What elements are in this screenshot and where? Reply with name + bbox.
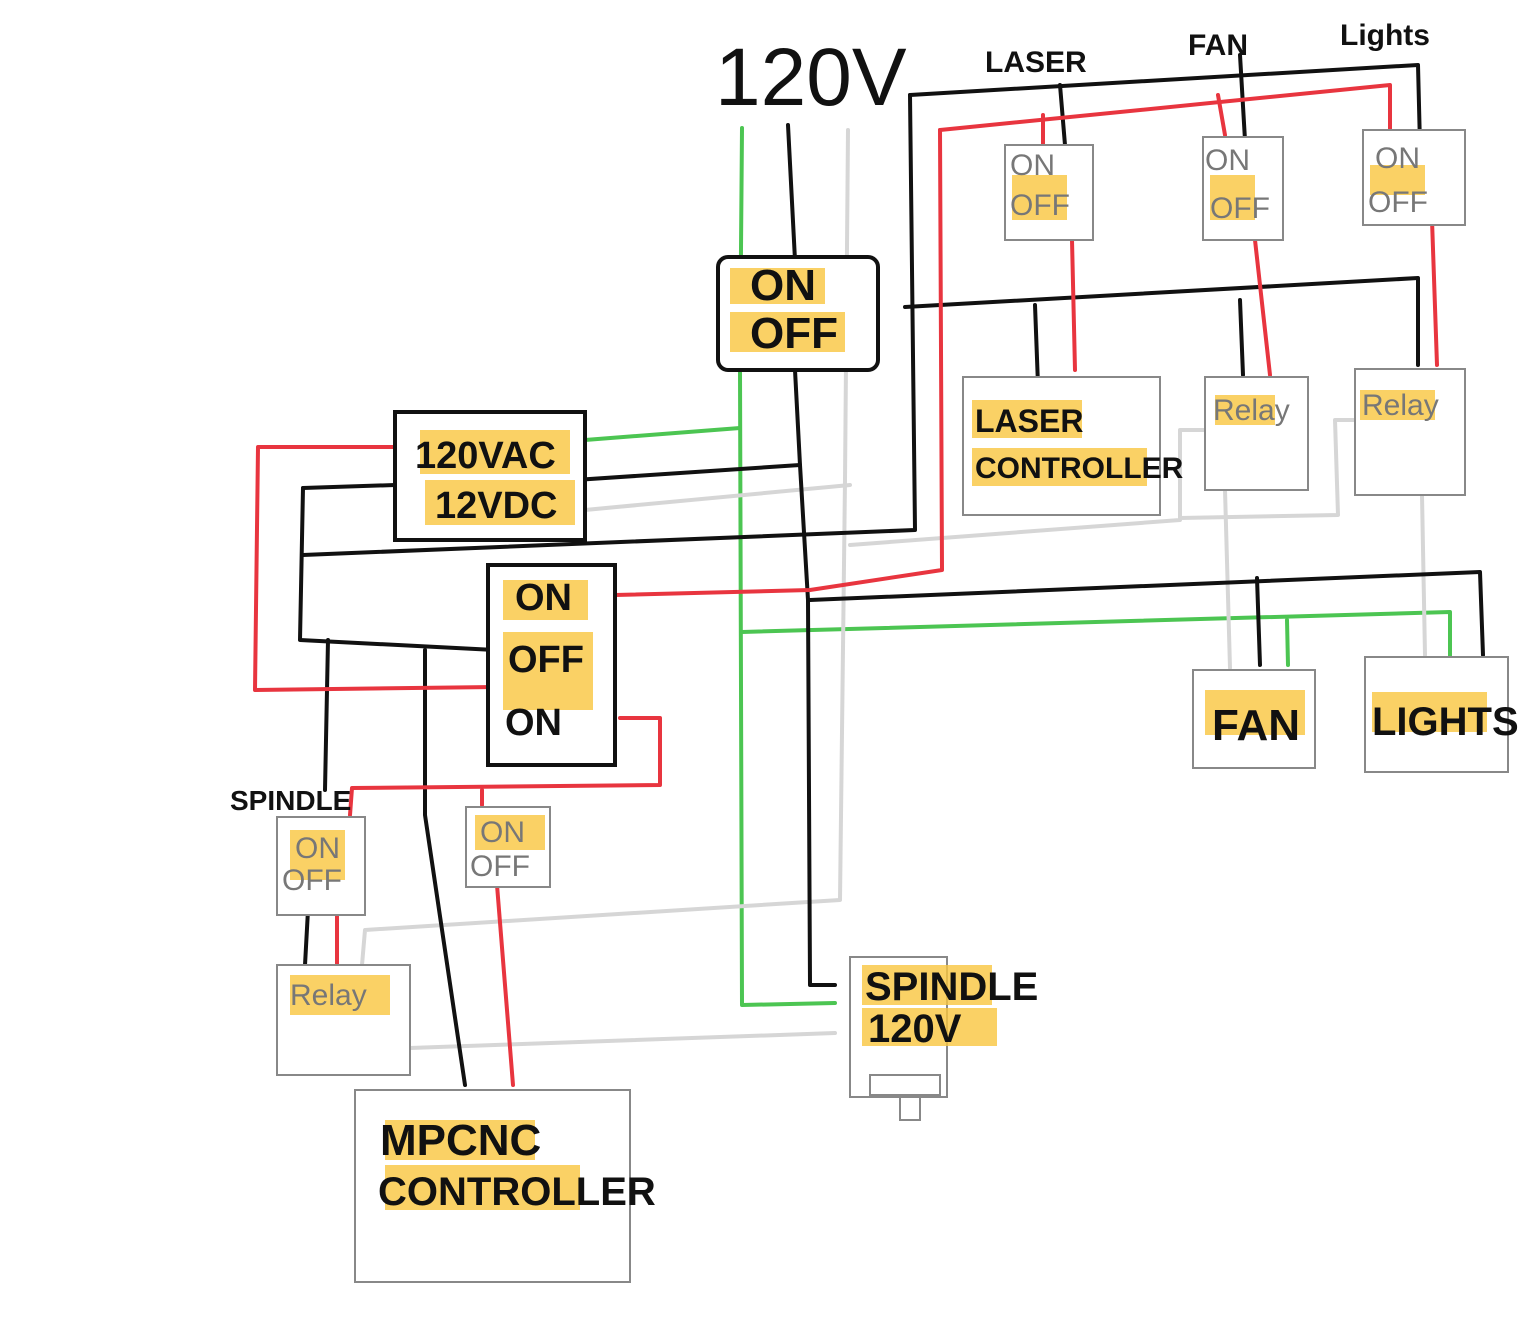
spindle-motor-voltage: 120V	[868, 1007, 962, 1051]
lights-load-label: LIGHTS	[1372, 700, 1519, 744]
controller-switch: ON OFF	[465, 806, 551, 888]
spindle-switch: ON OFF	[276, 816, 366, 916]
main-switch: ON OFF	[716, 255, 880, 372]
fan-load: FAN	[1192, 669, 1316, 769]
lights-switch-off: OFF	[1368, 186, 1428, 219]
mpcnc-controller: MPCNC CONTROLLER	[354, 1089, 656, 1283]
controller-switch-on: ON	[480, 816, 525, 849]
spindle-relay-label: Relay	[290, 979, 367, 1012]
lights-switch-on: ON	[1375, 142, 1420, 175]
laser-switch: ON OFF	[1004, 144, 1094, 241]
lights-load: LIGHTS	[1364, 656, 1519, 773]
label-laser: LASER	[985, 46, 1087, 79]
laser-switch-on: ON	[1010, 149, 1055, 182]
psu-input: 120VAC	[415, 435, 556, 477]
spindle-relay: Relay	[276, 964, 411, 1076]
fan-relay-label: Relay	[1213, 394, 1290, 427]
lights-switch: ON OFF	[1362, 129, 1466, 226]
spindle-motor: SPINDLE 120V	[849, 956, 1038, 1121]
laser-controller: LASER CONTROLLER	[962, 376, 1184, 516]
fan-switch-off: OFF	[1210, 192, 1270, 225]
three-position-switch: ON OFF ON	[486, 563, 617, 767]
fan-switch: ON OFF	[1202, 136, 1284, 241]
psu-output: 12VDC	[435, 485, 558, 527]
main-switch-off: OFF	[750, 309, 838, 358]
fan-relay: Relay	[1204, 376, 1309, 491]
controller-switch-off: OFF	[470, 850, 530, 883]
fan-switch-on: ON	[1205, 144, 1250, 177]
switch-on-2: ON	[505, 702, 562, 744]
main-switch-on: ON	[750, 261, 816, 310]
spindle-switch-on: ON	[295, 832, 340, 865]
ground-wires	[583, 126, 1452, 1007]
laser-controller-label-2: CONTROLLER	[975, 452, 1184, 485]
hot-wires	[298, 53, 1485, 1087]
mpcnc-controller-label: MPCNC	[380, 1116, 541, 1165]
mpcnc-controller-label-2: CONTROLLER	[378, 1170, 656, 1214]
spindle-switch-off: OFF	[282, 864, 342, 897]
voltage-title: 120V	[715, 32, 907, 123]
lights-relay: Relay	[1354, 368, 1466, 496]
switched-wires	[253, 83, 1439, 1087]
switch-on-1: ON	[515, 577, 572, 619]
label-lights: Lights	[1340, 19, 1430, 52]
spindle-label: SPINDLE	[230, 785, 351, 816]
spindle-motor-label: SPINDLE	[865, 965, 1038, 1009]
laser-controller-label: LASER	[975, 403, 1083, 439]
label-fan: FAN	[1188, 29, 1248, 62]
switch-off: OFF	[508, 639, 584, 681]
laser-switch-off: OFF	[1010, 189, 1070, 222]
lights-relay-label: Relay	[1362, 389, 1439, 422]
power-supply: 120VAC 12VDC	[393, 410, 587, 542]
fan-load-label: FAN	[1212, 701, 1300, 750]
